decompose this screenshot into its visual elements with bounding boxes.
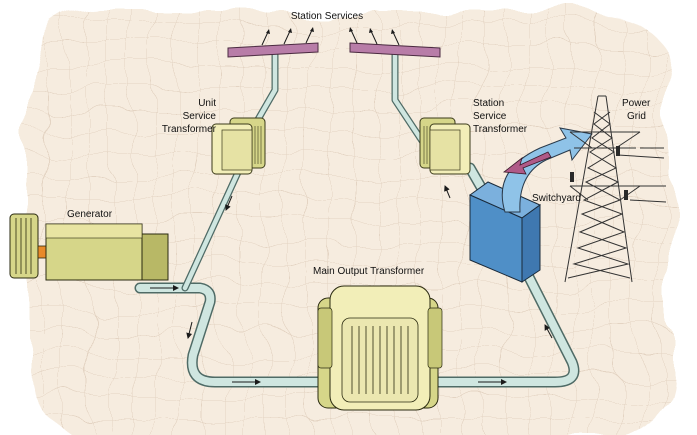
unit-service-label-line: Service <box>182 111 216 122</box>
station-services-label: Station Services <box>290 11 364 22</box>
station-service-transformer-icon <box>419 117 471 175</box>
station-service-label-line: Service <box>473 111 507 122</box>
main-output-transformer-label: Main Output Transformer <box>313 266 425 277</box>
station-label-line: Station <box>473 98 505 109</box>
flow-arrow-icon <box>502 151 552 175</box>
station-transformer-label-line: Transformer <box>473 124 528 135</box>
unit-transformer-label-line: Transformer <box>161 124 216 135</box>
unit-label-line: Unit <box>198 98 216 109</box>
main-output-transformer-icon <box>317 285 443 411</box>
transmission-tower-icon <box>564 95 667 283</box>
generator-icon <box>9 213 169 281</box>
station-services-panels <box>227 27 441 58</box>
power-label-line: Power <box>622 98 651 109</box>
switchyard-label: Switchyard <box>532 193 581 204</box>
flow-arrow-icon <box>225 195 233 211</box>
switchyard-power-arrow <box>501 127 593 213</box>
unit-service-transformer-icon <box>211 117 266 175</box>
flow-arrow-icon <box>544 324 553 339</box>
unit-service-transformer-label: Unit <box>176 98 216 110</box>
flow-arrow-icon <box>444 185 451 199</box>
switchyard-icon <box>469 181 541 283</box>
generator-label: Generator <box>67 209 113 220</box>
tower-insulators <box>570 146 628 200</box>
flow-arrow-icon <box>186 321 193 339</box>
grid-label-line: Grid <box>627 111 646 122</box>
flow-arrows <box>150 185 553 385</box>
